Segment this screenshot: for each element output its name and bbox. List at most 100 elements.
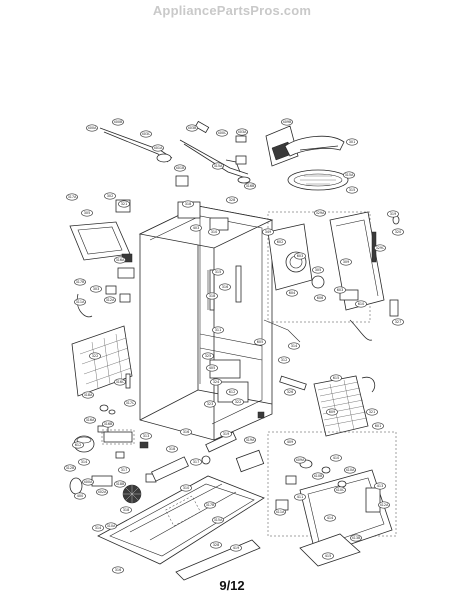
part-callout: 310	[180, 484, 192, 492]
part-callout-label: 321	[121, 202, 127, 206]
part-callout-label: 403A	[238, 130, 247, 134]
part-callout: 317B	[204, 501, 216, 509]
part-callout-label: 413	[377, 484, 383, 488]
part-callout-label: 311A	[76, 300, 85, 304]
part-callout: 410C	[334, 486, 346, 494]
part-callout-label: 329C	[376, 246, 385, 250]
part-callout-label: 305	[84, 211, 90, 215]
part-callout: 318B	[114, 480, 126, 488]
part-callout: 415	[322, 552, 334, 560]
part-callout-label: 321	[369, 410, 375, 414]
part-callout-label: 310	[183, 486, 189, 490]
part-callout-label: 402A	[98, 490, 107, 494]
part-callout: 604	[286, 289, 298, 297]
part-callout-label: 415	[325, 554, 331, 558]
part-callout-label: 403B	[188, 126, 197, 130]
part-callout: 401A	[152, 144, 164, 152]
part-callout-label: 316A	[86, 418, 95, 422]
part-callout: 412A	[378, 501, 390, 509]
part-callout-label: 405	[209, 366, 215, 370]
part-callout: 314	[92, 524, 104, 532]
part-callout-label: 324	[213, 380, 219, 384]
part-callout: 400	[74, 492, 86, 500]
part-callout-label: 316	[115, 568, 121, 572]
part-callout-label: 327	[395, 320, 401, 324]
part-callout: 403	[190, 224, 202, 232]
watermark: AppliancePartsPros.com	[152, 3, 312, 18]
part-callout-label: 602	[277, 240, 283, 244]
part-callout: 400C	[216, 129, 228, 137]
part-callout-label: 610	[358, 302, 364, 306]
part-callout-label: 409	[287, 440, 293, 444]
part-callout-label: 603	[337, 288, 343, 292]
part-callout: 309	[340, 258, 352, 266]
part-callout: 403A	[236, 128, 248, 136]
part-callout-label: 316	[222, 285, 228, 289]
part-callout: 316	[180, 428, 192, 436]
part-callout-label: 319A	[246, 438, 255, 442]
part-callout-label: 414	[327, 516, 333, 520]
part-callout: 317	[190, 458, 202, 466]
part-callout-label: 410	[333, 456, 339, 460]
part-callout: 318A	[82, 391, 94, 399]
part-callout: 326	[284, 388, 296, 396]
part-callout: 324	[210, 378, 222, 386]
part-callout-label: 309	[343, 260, 349, 264]
part-callout: 319	[387, 210, 399, 218]
part-callout: 318	[182, 200, 194, 208]
part-callout-label: 604	[289, 291, 295, 295]
part-callout-label: 314	[81, 460, 87, 464]
part-callout: 400B	[112, 118, 124, 126]
part-callout: 322	[232, 398, 244, 406]
part-callout: 302	[104, 192, 116, 200]
part-callout: 314	[78, 458, 90, 466]
part-callout: 315A	[212, 162, 224, 170]
part-callout: 612	[72, 441, 84, 449]
part-callout: 409A	[294, 456, 306, 464]
part-callout: 305	[312, 266, 324, 274]
part-callout: 410B	[312, 472, 324, 480]
part-callout-label: 310A	[107, 524, 116, 528]
part-callout: 305	[81, 209, 93, 217]
part-callout: 401B	[174, 164, 186, 172]
part-callout: 410A	[344, 466, 356, 474]
part-callout: 316C	[114, 378, 126, 386]
part-callout-label: 315	[215, 270, 221, 274]
part-callout: 603	[334, 286, 346, 294]
part-callout-label: 312	[281, 358, 287, 362]
part-callout-label: 322	[92, 354, 98, 358]
part-callout-label: 413B	[352, 536, 361, 540]
part-callout: 327	[392, 318, 404, 326]
part-callout-label: 311	[215, 328, 221, 332]
part-callout: 601	[372, 422, 384, 430]
part-callout-label: 318	[169, 447, 175, 451]
part-callout: 405	[206, 364, 218, 372]
part-callout: 403B	[186, 124, 198, 132]
part-callout: 316B	[102, 420, 114, 428]
part-callout-label: 317	[193, 460, 199, 464]
part-callout-label: 328	[213, 543, 219, 547]
right-lower-door-panel	[267, 431, 397, 567]
part-callout-label: 401B	[176, 166, 185, 170]
part-callout-label: 310	[211, 230, 217, 234]
part-callout: 605	[254, 338, 266, 346]
part-callout-label: 302	[107, 194, 113, 198]
part-callout: 413B	[350, 534, 362, 542]
part-callout: 312	[278, 356, 290, 364]
part-callout: 318	[206, 292, 218, 300]
part-callout: 301	[346, 138, 358, 146]
part-callout-label: 301	[349, 140, 355, 144]
part-callout-label: 410C	[336, 488, 345, 492]
part-callout: 314	[288, 342, 300, 350]
part-callout-label: 315A	[214, 164, 223, 168]
part-callout-label: 305	[315, 268, 321, 272]
part-callout-label: 410A	[346, 468, 355, 472]
part-callout-label: 312B	[66, 466, 75, 470]
part-callout-label: 318B	[116, 482, 125, 486]
part-callout: 603	[294, 252, 306, 260]
cabinet	[138, 201, 307, 441]
part-callout: 315	[212, 268, 224, 276]
compressor-area	[69, 429, 157, 504]
part-callout-label: 400A	[88, 126, 97, 130]
